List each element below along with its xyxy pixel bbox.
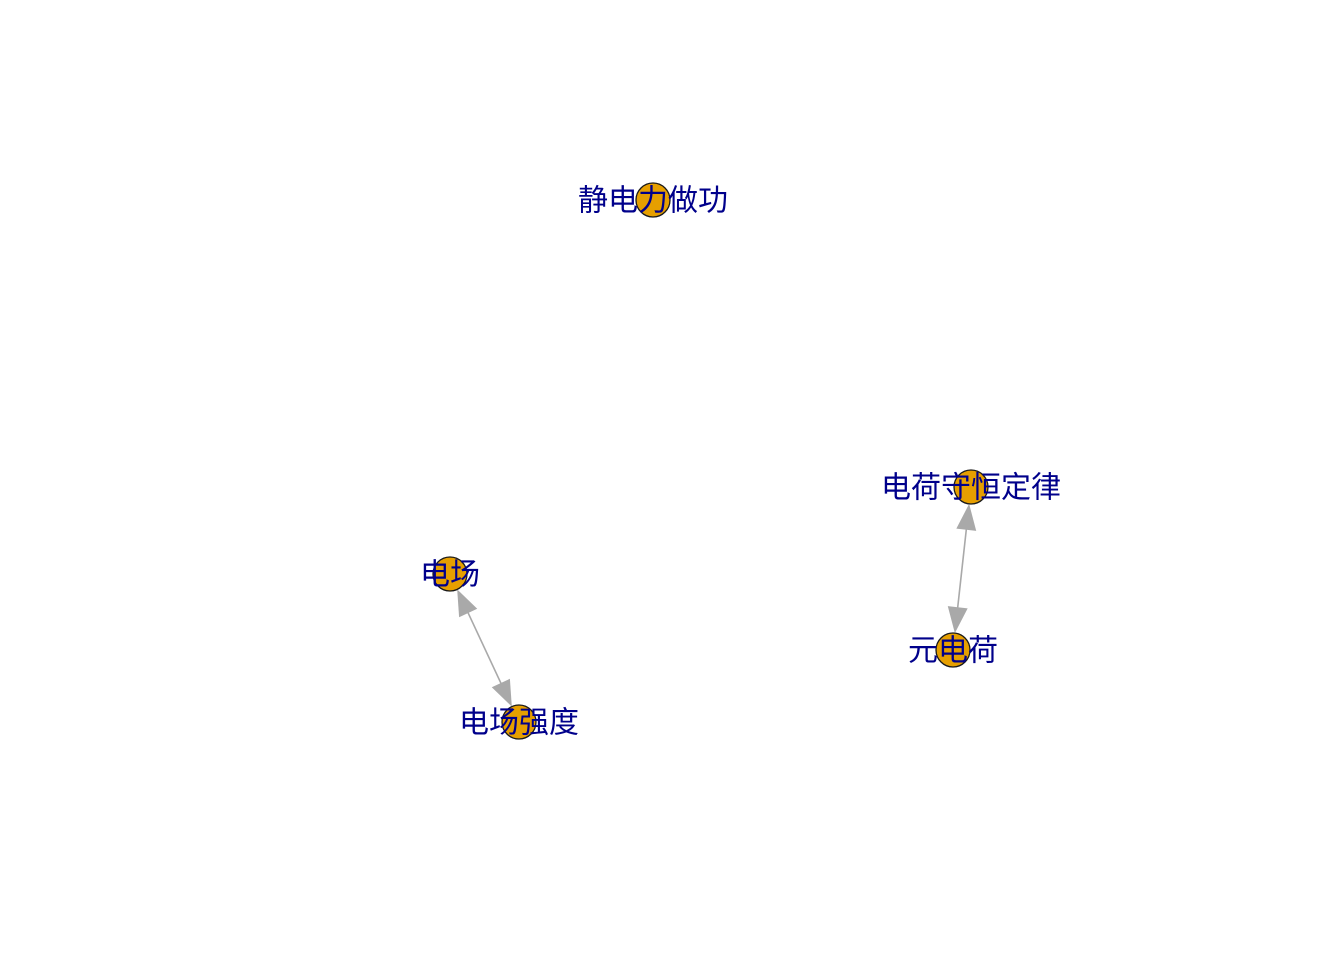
node-label-n1: 静电力做功 <box>578 184 728 219</box>
nodes-layer <box>432 182 989 740</box>
node-n5[interactable] <box>501 704 537 740</box>
node-n2[interactable] <box>953 469 989 505</box>
node-label-n3: 电场 <box>420 558 480 593</box>
node-n1[interactable] <box>635 182 671 218</box>
node-n4[interactable] <box>935 632 971 668</box>
edge-line <box>466 610 503 686</box>
edge-line <box>956 527 968 610</box>
arrowhead-end <box>491 678 512 707</box>
node-label-n2: 电荷守恒定律 <box>881 471 1061 506</box>
node-label-n4: 元电荷 <box>908 634 998 669</box>
node-n3[interactable] <box>432 556 468 592</box>
edge-n3-n5 <box>457 589 512 707</box>
arrowhead-end <box>947 606 968 634</box>
edges-layer <box>457 503 977 707</box>
node-label-n5: 电场强度 <box>459 706 579 741</box>
arrowhead-start <box>457 589 478 618</box>
edge-n2-n4 <box>947 503 977 634</box>
arrowhead-start <box>956 503 977 531</box>
